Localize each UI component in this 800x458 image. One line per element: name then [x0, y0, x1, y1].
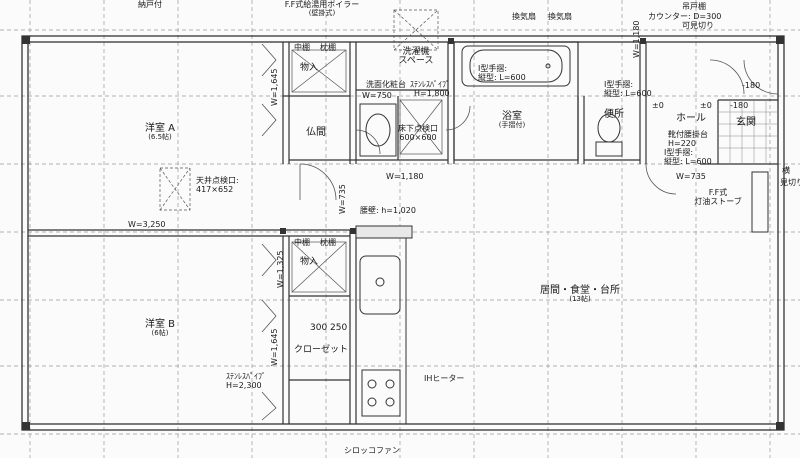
level-minus180b-label: -180 [742, 81, 761, 90]
stainless-pipe-top-label: ｽﾃﾝﾚｽﾊﾟｲﾌﾟ [410, 80, 450, 89]
bath-grab-bar-text: I型手摺: [478, 64, 508, 73]
interior-walls [28, 41, 778, 424]
washing-text: 洗濯機 [402, 47, 430, 57]
door-swings [261, 43, 779, 421]
range-fan-label: シロッコファン [344, 446, 400, 455]
washing-space-label: 洗濯機 スペース [399, 48, 434, 66]
room-a-sub-text: (6.5帖) [148, 133, 172, 141]
w735b-label: W=735 [338, 184, 347, 214]
altar-room-label: 仏間 [306, 127, 326, 138]
kerosene-stove [751, 171, 769, 233]
bath-grab-bar-len-text: 縦型: L=600 [478, 73, 526, 82]
room-a-label: 洋室 A (6.5帖) [145, 124, 175, 142]
room-a-text: 洋室 A [144, 123, 176, 134]
hall-label: ホール [676, 113, 706, 124]
bath-grab-bar-label: I型手摺: 縦型: L=600 [478, 64, 526, 82]
room-b-sub-text: (6帖) [151, 329, 169, 337]
ceiling-hatch-label: 天井点検口: 417×652 [196, 176, 239, 194]
living-room-sub-text: (13帖) [569, 295, 591, 303]
kitchen-counter [355, 225, 413, 425]
vent-fan-label-b: 換気扇 [548, 12, 572, 21]
w1180b-label: W=1,180 [632, 20, 641, 58]
storage-top-label: 物入 [300, 63, 319, 73]
w3250-label: W=3,250 [128, 220, 166, 229]
level-pm0-a-label: ±0 [652, 101, 664, 110]
shoe-bench-label: 靴付腰掛台 H=220 [668, 130, 708, 148]
hall-grab-bar-label: I型手摺: 縦型: L=600 [664, 148, 712, 166]
toilet-label: 便所 [604, 109, 624, 120]
w1645a-label: W=1,645 [270, 68, 279, 106]
toilet-grab-bar-text: I型手摺: [604, 80, 634, 89]
washing-sub-text: スペース [398, 56, 434, 66]
ff-stove-label: F.F式 灯油ストーブ [694, 188, 742, 206]
ih-heater-label: IHヒーター [424, 374, 465, 383]
storage-shelves [159, 9, 443, 293]
bathroom-label: 浴室 (手摺付) [499, 112, 525, 130]
ceiling-hatch-size-text: 417×652 [196, 185, 234, 194]
ff-stove-text: F.F式 [708, 188, 728, 197]
hall-grab-bar-len-text: 縦型: L=600 [664, 157, 712, 166]
boiler-label: F.F式給湯用ボイラー (壁掛式) [285, 0, 359, 18]
living-room-text: 居間・食堂・台所 [540, 285, 620, 296]
underfloor-text: 床下点検口 [398, 124, 438, 133]
shoe-bench-height-text: H=220 [668, 139, 696, 148]
h2300-text: H=2,300 [226, 381, 262, 390]
toilet-fixture [595, 113, 623, 157]
stainless-pipe-b-text: ｽﾃﾝﾚｽﾊﾟｲﾌﾟ [226, 372, 266, 381]
closet-mid-hanger-label: 枕棚 [320, 238, 336, 247]
top-left-cut-label: 納戸付 [138, 0, 162, 9]
room-b-label: 洋室 B (6帖) [145, 320, 175, 338]
washbasin-label: 洗面化粧台 [366, 80, 406, 89]
washbasin [359, 103, 397, 157]
closet-top-shelf-label: 中棚 [294, 43, 310, 52]
boiler-sub-text: (壁掛式) [308, 9, 336, 17]
hall-grab-bar-text: I型手摺: [664, 148, 694, 157]
entrance-tiles [718, 100, 778, 164]
h1800-label: H=1,800 [414, 89, 450, 98]
ff-stove-sub-text: 灯油ストーブ [694, 197, 742, 206]
closet-label: クローゼット [294, 345, 349, 355]
closet-mid-shelf-label: 中棚 [294, 238, 310, 247]
toilet-grab-bar-len-text: 縦型: L=600 [604, 89, 652, 98]
counter-label: カウンター: D=300 [648, 12, 722, 21]
level-pm0-b-label: ±0 [700, 101, 712, 110]
dim-250-label: 250 [330, 323, 348, 333]
waist-wall-label: 腰壁: h=1,020 [360, 206, 416, 215]
ceiling-hatch-text: 天井点検口: [196, 176, 239, 185]
columns [22, 36, 784, 430]
w1645b-label: W=1,645 [270, 328, 279, 366]
underfloor-size-text: 600×600 [399, 133, 437, 142]
room-b-text: 洋室 B [144, 319, 176, 330]
shoe-bench-text: 靴付腰掛台 [668, 130, 708, 139]
vent-fan-label-a: 換気扇 [512, 12, 536, 21]
toilet-grab-bar-label: I型手摺: 縦型: L=600 [604, 80, 652, 98]
level-minus180-label: -180 [730, 101, 749, 110]
underfloor-hatch-label: 床下点検口 600×600 [398, 124, 438, 142]
bathtub [461, 45, 571, 87]
boiler-text: F.F式給湯用ボイラー [284, 0, 360, 9]
dim-300-label: 300 [310, 323, 328, 333]
w1180-label: W=1,180 [386, 172, 424, 181]
bathroom-text: 浴室 [502, 111, 522, 122]
bathroom-sub-text: (手摺付) [498, 121, 526, 129]
partition-label: 可見切り [682, 21, 714, 30]
entrance-label: 玄関 [736, 117, 756, 128]
hanging-cabinet-label: 吊戸棚 [682, 2, 706, 11]
storage-mid-label: 物入 [300, 257, 319, 267]
stainless-pipe-b-label: ｽﾃﾝﾚｽﾊﾟｲﾌﾟ H=2,300 [226, 372, 266, 390]
right-edge-cut-label-2: 横 [782, 166, 790, 175]
w750-label: W=750 [362, 91, 392, 100]
right-edge-cut-label: 見切り [780, 178, 800, 187]
closet-top-hanger-label: 枕棚 [320, 43, 336, 52]
w1325-label: W=1,325 [276, 250, 285, 288]
living-room-label: 居間・食堂・台所 (13帖) [540, 286, 620, 304]
w735-label: W=735 [676, 172, 706, 181]
